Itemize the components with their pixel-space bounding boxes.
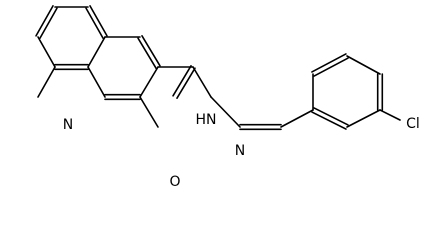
bond-a3-cl bbox=[379, 109, 401, 121]
bond-c7-c8 bbox=[37, 36, 56, 68]
bond-c6-c7-a bbox=[35, 5, 54, 37]
bond-cco-o-a bbox=[172, 65, 192, 97]
bond-a1-a2-a bbox=[311, 111, 347, 130]
bond-c4-c3-a bbox=[137, 37, 157, 69]
bond-c3-c2 bbox=[139, 66, 159, 98]
bond-cco-o-b bbox=[176, 67, 196, 99]
bond-ch-a1 bbox=[280, 109, 314, 128]
bond-c2-me2 bbox=[139, 96, 159, 128]
bond-c4a-c5-b bbox=[85, 7, 104, 39]
bond-c6-c7-b bbox=[39, 7, 58, 39]
bond-c8-me8 bbox=[37, 66, 56, 98]
bond-a4-a5 bbox=[346, 55, 381, 75]
molecule-structure-diagram: N O HN N Cl bbox=[35, 5, 424, 191]
bond-c4-c3-b bbox=[141, 35, 161, 67]
bond-a2-a3 bbox=[346, 109, 381, 128]
atom-label-ring-nitrogen: N bbox=[63, 117, 73, 133]
bond-cco-nh bbox=[192, 66, 212, 98]
atom-label-amide-nh: HN bbox=[196, 112, 217, 128]
atom-label-chlorine: Cl bbox=[406, 116, 420, 132]
atom-labels: N O HN N Cl bbox=[61, 111, 424, 191]
bond-nh-nim bbox=[210, 96, 241, 128]
bonds bbox=[35, 5, 401, 131]
atom-label-imine-nitrogen: N bbox=[235, 143, 245, 159]
bond-a1-a2-b bbox=[313, 107, 349, 126]
bond-c8a-c4a bbox=[87, 36, 106, 68]
bond-a5-a6-b bbox=[313, 57, 349, 77]
bond-c4a-c5-a bbox=[89, 5, 108, 37]
bond-n1-c8a bbox=[87, 66, 106, 98]
atom-label-carbonyl-oxygen: O bbox=[169, 174, 180, 190]
bond-a5-a6-a bbox=[311, 53, 347, 73]
